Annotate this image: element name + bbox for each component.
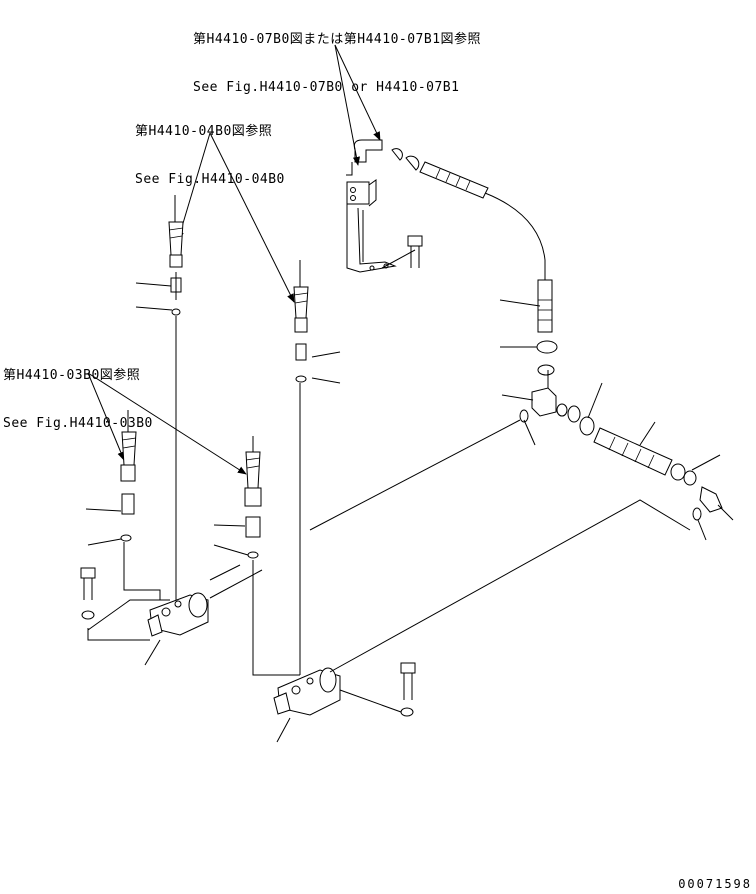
middle-column-parts (168, 195, 309, 675)
bracket-assembly (346, 139, 423, 273)
valve-block-left (87, 542, 209, 641)
reference-jp: 第H4410-03B0図参照 (3, 368, 141, 383)
document-number: 00071598 (678, 877, 752, 891)
bolts-washers (80, 567, 416, 717)
reference-en: See Fig.H4410-03B0 (3, 416, 153, 431)
reference-note-left: 第H4410-03B0図参照 See Fig.H4410-03B0 (3, 336, 153, 464)
tee-fitting-group (519, 340, 595, 436)
reference-en: See Fig.H4410-07B0 or H4410-07B1 (193, 80, 460, 95)
reference-jp: 第H4410-04B0図参照 (135, 124, 273, 139)
connecting-pipes (209, 419, 691, 673)
reference-arrows (87, 44, 381, 475)
lower-right-hose (593, 427, 723, 521)
valve-block-center (252, 560, 341, 716)
reference-note-middle: 第H4410-04B0図参照 See Fig.H4410-04B0 (135, 92, 285, 220)
reference-jp: 第H4410-07B0図または第H4410-07B1図参照 (193, 32, 482, 47)
reference-note-top: 第H4410-07B0図または第H4410-07B1図参照 See Fig.H4… (193, 0, 481, 128)
upper-hose (419, 161, 553, 333)
left-column-parts (120, 410, 262, 559)
leader-lines (85, 282, 734, 743)
